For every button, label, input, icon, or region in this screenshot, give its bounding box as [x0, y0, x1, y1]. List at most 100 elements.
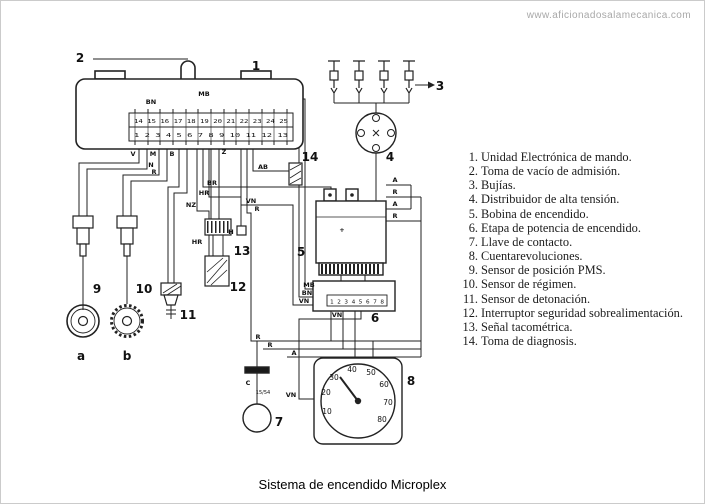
legend-item-label: Interruptor seguridad sobrealimentación.: [481, 305, 683, 320]
wire-label-r-left: R: [151, 168, 156, 176]
legend-item: 6.Etapa de potencia de encendido.: [457, 221, 703, 235]
legend: 1.Unidad Electrónica de mando. 2.Toma de…: [457, 150, 703, 348]
wire-label-r-bus2: R: [267, 341, 272, 349]
wire-label-br: BR: [207, 179, 217, 187]
wire-label-ct3: A: [392, 200, 397, 208]
legend-item-number: 8.: [468, 249, 478, 264]
wire-labels: MB BN V M B N R Z AB BR HR NZ VN R HR H …: [130, 90, 397, 399]
legend-item-label: Toma de vacío de admisión.: [481, 164, 621, 179]
wire-label-bn-ps: BN: [302, 289, 312, 297]
legend-item-label: Toma de diagnosis.: [481, 334, 577, 349]
wire-label-bn-ecu: BN: [146, 98, 156, 106]
label-10: 10: [136, 282, 153, 296]
legend-item: 12.Interruptor seguridad sobrealimentaci…: [457, 306, 703, 320]
watermark: www.aficionadosalamecanica.com: [526, 10, 691, 21]
legend-item: 14.Toma de diagnosis.: [457, 334, 703, 348]
label-b: b: [123, 349, 132, 363]
wire-label-vn-gauge: VN: [286, 391, 296, 399]
overboost-switch: [204, 255, 230, 287]
gauge-tick-50: 50: [366, 368, 376, 377]
tach-signal-connector: [204, 218, 247, 236]
connector-pin-row-top: 14 15 16 17 18 19 20 21 22 23 24 25: [134, 119, 288, 125]
gauge-tick-10: 10: [322, 407, 332, 416]
label-5: 5: [297, 245, 305, 259]
legend-item: 8.Cuentarevoluciones.: [457, 249, 703, 263]
legend-item-label: Sensor de régimen.: [481, 277, 577, 292]
legend-item-number: 2.: [468, 164, 478, 179]
legend-item-label: Señal tacométrica.: [481, 319, 573, 334]
wire-label-key-terminals: 15/54: [256, 390, 270, 396]
gauge-tick-80: 80: [377, 415, 387, 424]
wire-label-r-mid: R: [254, 205, 259, 213]
legend-item-number: 11.: [462, 291, 478, 306]
gauge-tick-20: 20: [321, 388, 331, 397]
wire-label-nz: NZ: [186, 201, 196, 209]
label-8: 8: [407, 374, 415, 388]
wire-label-b: B: [170, 150, 175, 158]
legend-item-label: Bujías.: [481, 178, 516, 193]
legend-item-number: 7.: [468, 234, 478, 249]
wire-label-h: H: [228, 228, 233, 236]
label-2: 2: [76, 51, 84, 65]
legend-item-number: 3.: [468, 178, 478, 193]
wire-label-plus: +: [339, 226, 344, 234]
legend-item-label: Llave de contacto.: [481, 234, 573, 249]
label-4: 4: [386, 150, 394, 164]
wire-label-hr: HR: [199, 189, 209, 197]
legend-item-label: Sensor de posición PMS.: [481, 263, 606, 278]
legend-item-number: 9.: [468, 263, 478, 278]
gauge-tick-60: 60: [379, 380, 389, 389]
wire-label-ct2: R: [392, 188, 397, 196]
wire-label-ct4: R: [392, 212, 397, 220]
wire-label-ct1: A: [392, 176, 397, 184]
legend-item-number: 14.: [462, 334, 479, 349]
wire-label-z: Z: [222, 148, 227, 156]
label-7: 7: [275, 415, 283, 429]
legend-item: 13.Señal tacométrica.: [457, 320, 703, 334]
legend-item: 10.Sensor de régimen.: [457, 277, 703, 291]
wire-label-mb-ecu: MB: [198, 90, 209, 98]
legend-item-label: Bobina de encendido.: [481, 206, 589, 221]
power-stage: [312, 280, 396, 312]
legend-item-number: 5.: [468, 206, 478, 221]
connector-pin-row-bottom: 1 2 3 4 5 6 7 8 9 10 11 12 13: [134, 133, 288, 139]
legend-item: 9.Sensor de posición PMS.: [457, 263, 703, 277]
tachometer-gauge: [313, 357, 403, 445]
wire-label-vn-mid: VN: [332, 311, 342, 319]
ignition-coil: [315, 188, 387, 276]
sensor-rpm: [110, 215, 144, 338]
legend-item-label: Sensor de detonación.: [481, 291, 591, 306]
legend-item-number: 13.: [462, 319, 479, 334]
gauge-tick-30: 30: [329, 373, 339, 382]
label-13: 13: [234, 244, 251, 258]
legend-item-number: 4.: [468, 192, 478, 207]
wire-label-vn-ps: VN: [299, 297, 309, 305]
label-11: 11: [180, 308, 197, 322]
legend-item-label: Etapa de potencia de encendido.: [481, 220, 641, 235]
wire-label-ab: AB: [258, 163, 268, 171]
wire-label-mb-ps: MB: [303, 281, 314, 289]
wire-label-r-bus1: R: [255, 333, 260, 341]
diagnosis-connector: [288, 162, 303, 186]
ecu-connector: [128, 109, 294, 145]
legend-item-number: 6.: [468, 220, 478, 235]
component-numbers: 1 2 3 4 5 6 7 8 9 10 11 12 13 14 a b: [76, 51, 444, 429]
label-6: 6: [371, 311, 379, 325]
label-a: a: [77, 349, 85, 363]
label-1: 1: [252, 59, 260, 73]
gauge-tick-40: 40: [347, 365, 357, 374]
legend-item-label: Distribuidor de alta tensión.: [481, 192, 620, 207]
gauge-tick-labels: 10 20 30 40 50 60 70 80: [321, 365, 393, 424]
legend-item-label: Unidad Electrónica de mando.: [481, 150, 632, 164]
diagram-caption: Sistema de encendido Microplex: [258, 477, 447, 492]
wire-label-vn: VN: [246, 197, 256, 205]
label-12: 12: [230, 280, 247, 294]
legend-item-number: 12.: [462, 305, 479, 320]
distributor: [355, 112, 397, 154]
sensor-pms: [66, 215, 100, 338]
legend-item-number: 10.: [462, 277, 479, 292]
power-stage-pins: 1 2 3 4 5 6 7 8: [330, 300, 384, 306]
legend-item: 4.Distribuidor de alta tensión.: [457, 192, 703, 206]
